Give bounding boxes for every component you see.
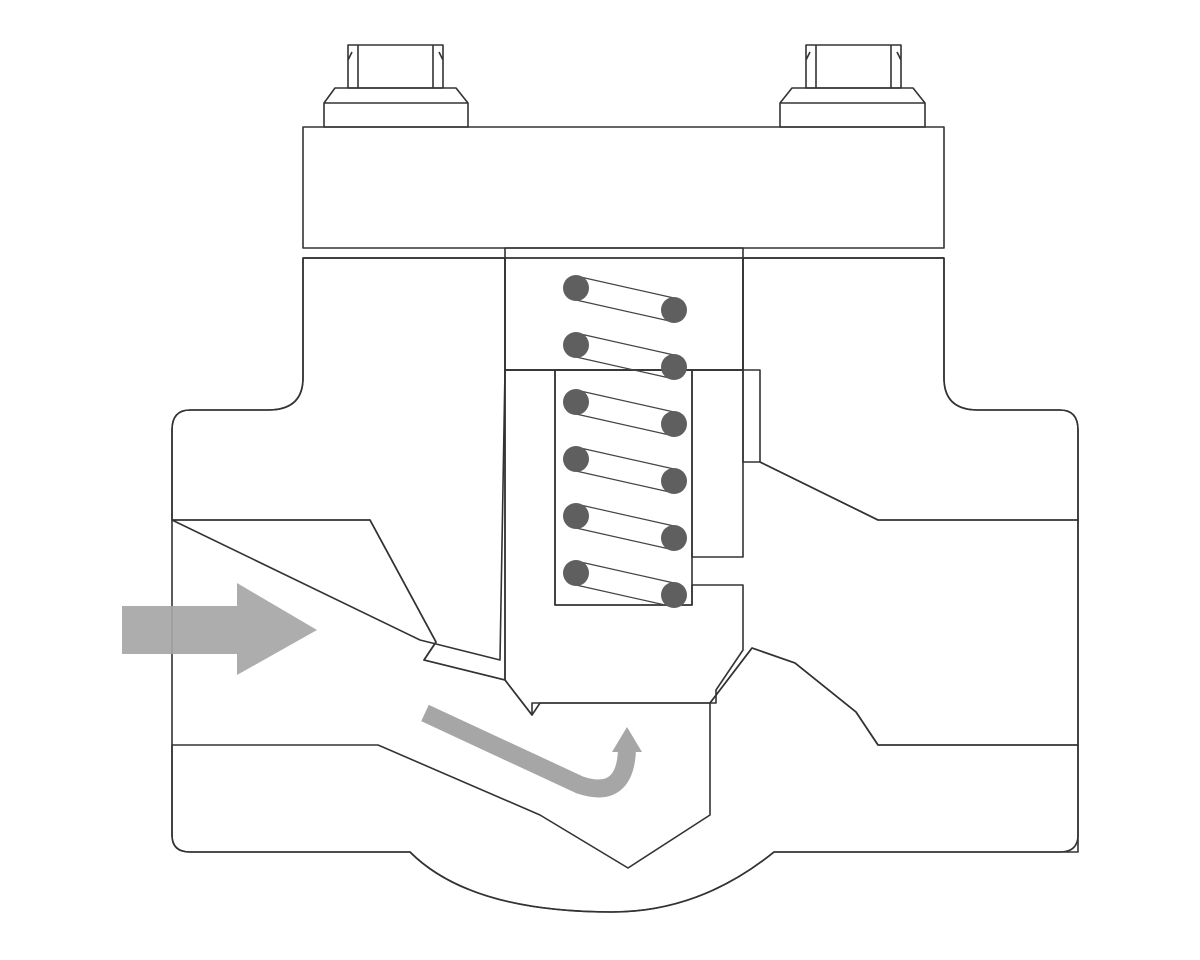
right-body-wedge: [742, 257, 1079, 521]
bolt-washer-right: [779, 87, 926, 128]
spring-coil-right: [661, 354, 687, 380]
spring-wire: [575, 446, 675, 494]
spring-coil-left: [563, 446, 589, 472]
hex-bolt-icon: [347, 44, 444, 89]
spring-coil-right: [661, 468, 687, 494]
spring-coil-right: [661, 411, 687, 437]
spring-coil-left: [563, 503, 589, 529]
disc-right-wall: [691, 369, 744, 558]
lower-body-cut: [171, 647, 1079, 913]
valve-cover: [302, 126, 945, 249]
spring-wire: [575, 332, 675, 380]
spring-coil-right: [661, 525, 687, 551]
hex-bolt-icon: [805, 44, 902, 89]
bolt-right: [779, 44, 926, 128]
bolt-left: [323, 44, 469, 128]
flow-lift-arrow-head: [612, 727, 642, 752]
spring-coil-right: [661, 582, 687, 608]
spring-wire: [575, 275, 675, 323]
spring-bore: [554, 369, 693, 606]
valve-disc: [504, 369, 744, 716]
spring-coil-left: [563, 389, 589, 415]
flow-inlet-arrow-icon: [122, 583, 317, 675]
spring-coil-left: [563, 332, 589, 358]
spring-coil-right: [661, 297, 687, 323]
spring-wire: [575, 389, 675, 437]
spring-coil-left: [563, 560, 589, 586]
bolt-washer-left: [323, 87, 469, 128]
flow-passage: [171, 369, 1079, 746]
spring-wire: [575, 503, 675, 551]
spring-wire: [575, 560, 675, 608]
flow-lift-arrow-icon: [421, 704, 636, 798]
spring-chamber: [504, 247, 744, 371]
spring-coil-left: [563, 275, 589, 301]
spring: [563, 275, 687, 608]
